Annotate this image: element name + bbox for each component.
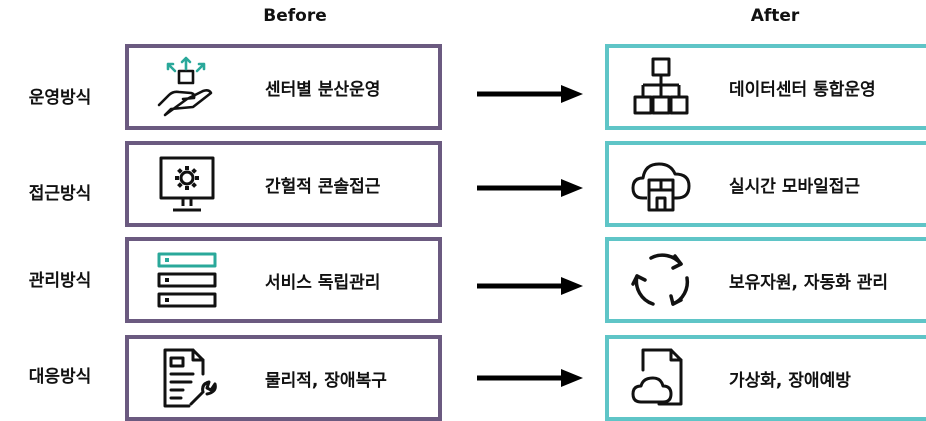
hand-distribute-icon (147, 47, 227, 127)
after-text-operation: 데이터센터 통합운영 (729, 79, 876, 100)
hierarchy-icon (621, 47, 701, 127)
before-box-response: 물리적, 장애복구 (125, 335, 442, 421)
cloud-building-icon (621, 144, 701, 224)
document-cloud-icon (621, 338, 701, 418)
before-text-response: 물리적, 장애복구 (265, 370, 387, 391)
before-header: Before (263, 6, 327, 26)
arrow-response (477, 369, 583, 387)
after-text-access: 실시간 모바일접근 (729, 176, 861, 197)
row-label-access: 접근방식 (28, 184, 92, 204)
arrow-management (477, 277, 583, 295)
before-box-management: 서비스 독립관리 (125, 237, 442, 323)
before-box-operation: 센터별 분산운영 (125, 44, 442, 130)
before-text-management: 서비스 독립관리 (265, 272, 381, 293)
after-header: After (750, 6, 800, 26)
after-text-management: 보유자원, 자동화 관리 (729, 272, 889, 293)
arrow-operation (477, 85, 583, 103)
row-label-operation: 운영방식 (28, 88, 92, 108)
row-label-management: 관리방식 (28, 271, 92, 291)
after-box-management: 보유자원, 자동화 관리 (605, 237, 926, 323)
document-wrench-icon (147, 338, 227, 418)
after-box-operation: 데이터센터 통합운영 (605, 44, 926, 130)
before-text-access: 간헐적 콘솔접근 (265, 176, 381, 197)
before-text-operation: 센터별 분산운영 (265, 79, 381, 100)
server-stack-icon (147, 240, 227, 320)
after-text-response: 가상화, 장애예방 (729, 370, 851, 391)
after-box-access: 실시간 모바일접근 (605, 141, 926, 227)
refresh-cycle-icon (621, 240, 701, 320)
after-box-response: 가상화, 장애예방 (605, 335, 926, 421)
before-box-access: 간헐적 콘솔접근 (125, 141, 442, 227)
row-label-response: 대응방식 (28, 367, 92, 387)
monitor-gear-icon (147, 144, 227, 224)
arrow-access (477, 179, 583, 197)
